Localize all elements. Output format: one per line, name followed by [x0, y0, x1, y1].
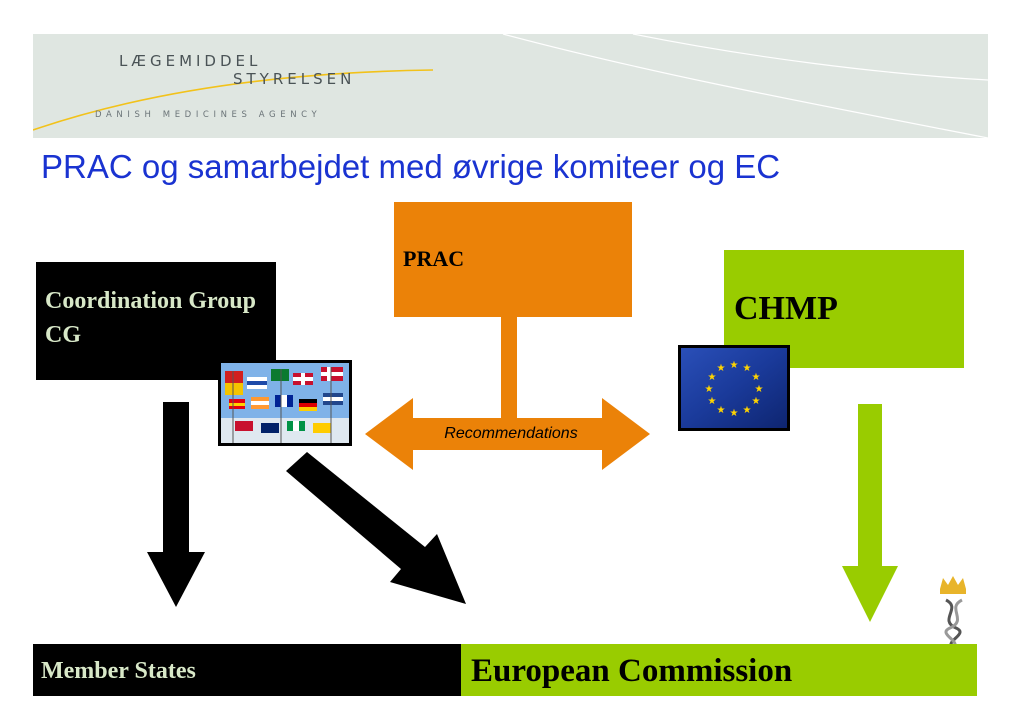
- svg-text:★: ★: [730, 360, 739, 371]
- page-title: PRAC og samarbejdet med øvrige komiteer …: [41, 148, 781, 185]
- svg-text:★: ★: [705, 384, 714, 395]
- recommendations-double-arrow: [365, 398, 650, 470]
- chmp-to-ec-arrow: [842, 404, 898, 622]
- member-states-bar: Member States: [33, 644, 461, 696]
- eu-flags-icon: [218, 360, 352, 446]
- logo-wordmark-top: LÆGEMIDDEL: [119, 52, 262, 70]
- header-swoosh-lines: [33, 34, 988, 138]
- svg-text:★: ★: [743, 405, 752, 416]
- european-commission-label: European Commission: [471, 653, 793, 689]
- cg-to-member-states-arrow: [147, 402, 205, 607]
- svg-text:★: ★: [752, 372, 761, 383]
- svg-text:★: ★: [708, 372, 717, 383]
- cg-to-ec-arrow: [286, 452, 466, 604]
- svg-text:★: ★: [717, 363, 726, 374]
- header-band: [33, 34, 988, 138]
- royal-crest-icon: [940, 576, 966, 650]
- eu-flag-icon: ★ ★ ★ ★ ★ ★ ★ ★ ★ ★ ★ ★: [678, 345, 790, 431]
- logo-wordmark-bottom: STYRELSEN: [233, 70, 356, 88]
- logo-subtitle: DANISH MEDICINES AGENCY: [95, 110, 322, 120]
- prac-label: PRAC: [403, 246, 465, 271]
- svg-text:★: ★: [752, 396, 761, 407]
- svg-text:★: ★: [730, 408, 739, 419]
- svg-text:★: ★: [717, 405, 726, 416]
- recommendations-label: Recommendations: [444, 425, 578, 442]
- coordination-group-label: Coordination Group CG: [45, 288, 256, 348]
- member-states-label: Member States: [41, 658, 196, 684]
- svg-text:★: ★: [743, 363, 752, 374]
- chmp-label: CHMP: [734, 290, 838, 327]
- svg-text:★: ★: [708, 396, 717, 407]
- european-commission-bar: European Commission: [461, 644, 977, 696]
- prac-stem: [501, 317, 517, 435]
- svg-text:★: ★: [755, 384, 764, 395]
- prac-box: PRAC: [394, 202, 632, 317]
